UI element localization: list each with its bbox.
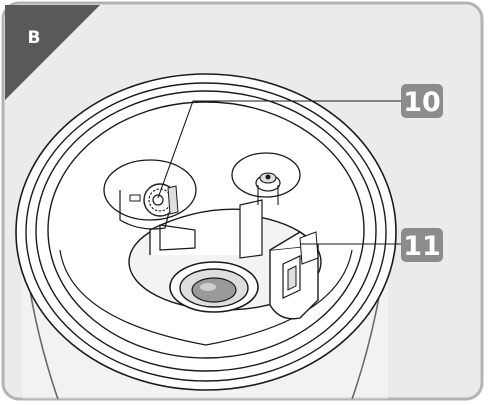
drive-gear [129,183,179,217]
inner-floor [59,249,353,346]
nebulizer-disc [191,277,237,303]
callout-10: 10 [401,84,443,118]
callout-11-label: 11 [403,231,441,262]
callout-11: 11 [401,228,443,262]
callout-10-leader [157,100,402,199]
panel-corner-tab [5,5,100,100]
rim-ring-2 [25,82,387,382]
float-switch [269,231,319,320]
callout-10-label: 10 [403,87,441,118]
device-drawing [15,73,402,399]
contact-screw [255,172,281,205]
panel-letter: B [28,28,41,48]
